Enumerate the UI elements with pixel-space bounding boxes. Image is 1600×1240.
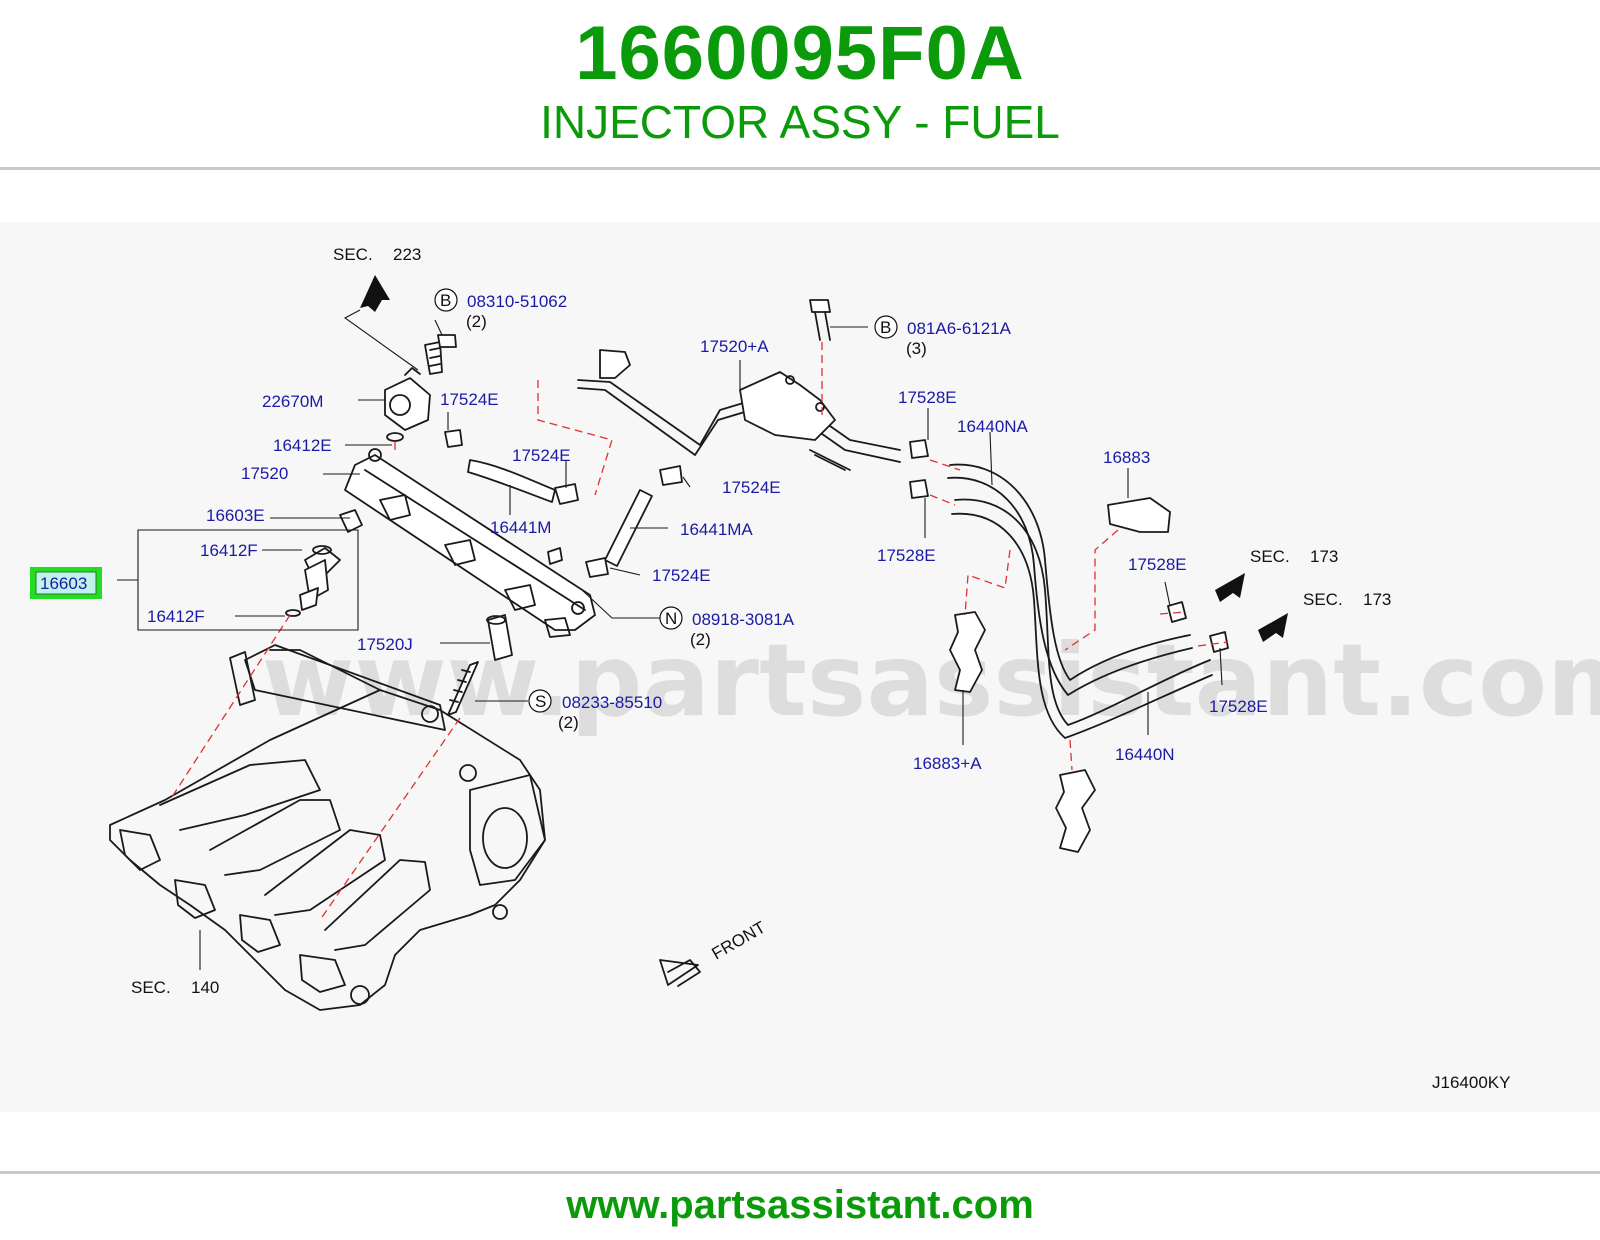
fuel-tube-assembly[interactable] [577, 349, 901, 471]
callout-16441ma[interactable]: 16441MA [680, 520, 753, 539]
callout-16412f[interactable]: 16412F [147, 607, 205, 626]
callout-17520-a[interactable]: 17520+A [700, 337, 769, 356]
sec-173-label: SEC. [1250, 547, 1290, 566]
callout-16412f[interactable]: 16412F [200, 541, 258, 560]
hose-clip-16883a[interactable] [949, 611, 1096, 853]
sec-223-label: SEC. [333, 245, 373, 264]
fuel-rail[interactable] [344, 448, 596, 638]
callout-22670m[interactable]: 22670M [262, 392, 323, 411]
callout-17524e[interactable]: 17524E [722, 478, 781, 497]
arrow-to-sec-223-icon [360, 275, 390, 312]
assembly-guide-lines [169, 342, 1229, 921]
highlight-inner [35, 571, 97, 595]
injector-clip[interactable] [339, 509, 363, 533]
callout-17528e[interactable]: 17528E [1128, 555, 1187, 574]
callout-17524e[interactable]: 17524E [652, 566, 711, 585]
callout-16603e[interactable]: 16603E [206, 506, 265, 525]
callout-17528e[interactable]: 17528E [877, 546, 936, 565]
callout-16441m[interactable]: 16441M [490, 518, 551, 537]
callout-16412e[interactable]: 16412E [273, 436, 332, 455]
nut-code-letter: N [665, 609, 677, 628]
callout-16603-highlighted[interactable]: 16603 [40, 574, 87, 593]
front-direction-label: FRONT [709, 918, 769, 964]
hose-clip-16883[interactable] [1107, 497, 1171, 533]
quantity-label: (2) [558, 713, 579, 732]
stud-code-letter: S [535, 692, 546, 711]
watermark-text: www.partsassistant.com [262, 622, 1600, 739]
callout-08233-85510[interactable]: 08233-85510 [562, 693, 662, 712]
nut-code-badge [659, 606, 683, 630]
stud-bolt[interactable] [447, 661, 479, 716]
mounting-bolt[interactable] [809, 299, 831, 341]
part-description-title: INJECTOR ASSY - FUEL [540, 96, 1060, 148]
callout-08918-3081a[interactable]: 08918-3081A [692, 610, 795, 629]
quantity-label: (2) [466, 312, 487, 331]
callout-081a6-6121a[interactable]: 081A6-6121A [907, 319, 1012, 338]
bolt-code-badge [874, 315, 898, 339]
leader-lines [117, 309, 1223, 970]
bolt-code-letter: B [440, 291, 451, 310]
fuel-pressure-regulator[interactable] [384, 341, 443, 431]
fuel-hose-16440n[interactable] [951, 498, 1213, 739]
footer-url-link[interactable]: www.partsassistant.com [566, 1183, 1034, 1227]
sec-223-number: 223 [393, 245, 421, 264]
callout-16440n[interactable]: 16440N [1115, 745, 1175, 764]
quantity-label: (3) [906, 339, 927, 358]
diagram-code: J16400KY [1432, 1073, 1510, 1092]
fuel-hose-16441m[interactable] [467, 459, 556, 503]
sec-140-number: 140 [191, 978, 219, 997]
page-header: 1660095F0A INJECTOR ASSY - FUEL [0, 0, 1600, 168]
callout-17520[interactable]: 17520 [241, 464, 288, 483]
header-divider [0, 167, 1600, 170]
callout-16883[interactable]: 16883 [1103, 448, 1150, 467]
fuel-hose-16441ma[interactable] [604, 489, 653, 567]
callout-17524e[interactable]: 17524E [512, 446, 571, 465]
stud-code-badge [528, 689, 552, 713]
arrow-to-sec-173-icon [1215, 573, 1245, 602]
sec-140-label: SEC. [131, 978, 171, 997]
regulator-bolt[interactable] [437, 334, 457, 348]
fuel-hose-16440na[interactable] [947, 463, 1193, 696]
sec-173-label: SEC. [1303, 590, 1343, 609]
sec-173-number: 173 [1310, 547, 1338, 566]
part-number-title: 1660095F0A [575, 11, 1025, 96]
front-arrow-icon [659, 959, 701, 987]
intake-manifold[interactable] [109, 644, 546, 1011]
rail-nut[interactable] [547, 547, 563, 565]
hose-clamp[interactable] [444, 429, 683, 578]
quantity-label: (2) [690, 630, 711, 649]
parts-diagram: www.partsassistant.com [30, 245, 1600, 1092]
arrow-to-sec-173-icon [1258, 613, 1288, 642]
bolt-code-badge [434, 288, 458, 312]
callout-17528e[interactable]: 17528E [1209, 697, 1268, 716]
callout-08310-51062[interactable]: 08310-51062 [467, 292, 567, 311]
rail-spacer[interactable] [486, 614, 513, 661]
callout-17520j[interactable]: 17520J [357, 635, 413, 654]
bolt-code-letter: B [880, 318, 891, 337]
diagram-panel: www.partsassistant.com [0, 222, 1600, 1112]
callout-16883-a[interactable]: 16883+A [913, 754, 982, 773]
sec-173-number: 173 [1363, 590, 1391, 609]
callout-16440na[interactable]: 16440NA [957, 417, 1029, 436]
footer-divider [0, 1171, 1600, 1174]
fuel-injector[interactable] [285, 545, 341, 617]
callout-17524e[interactable]: 17524E [440, 390, 499, 409]
callout-17528e[interactable]: 17528E [898, 388, 957, 407]
o-ring-16412e[interactable] [386, 432, 404, 442]
